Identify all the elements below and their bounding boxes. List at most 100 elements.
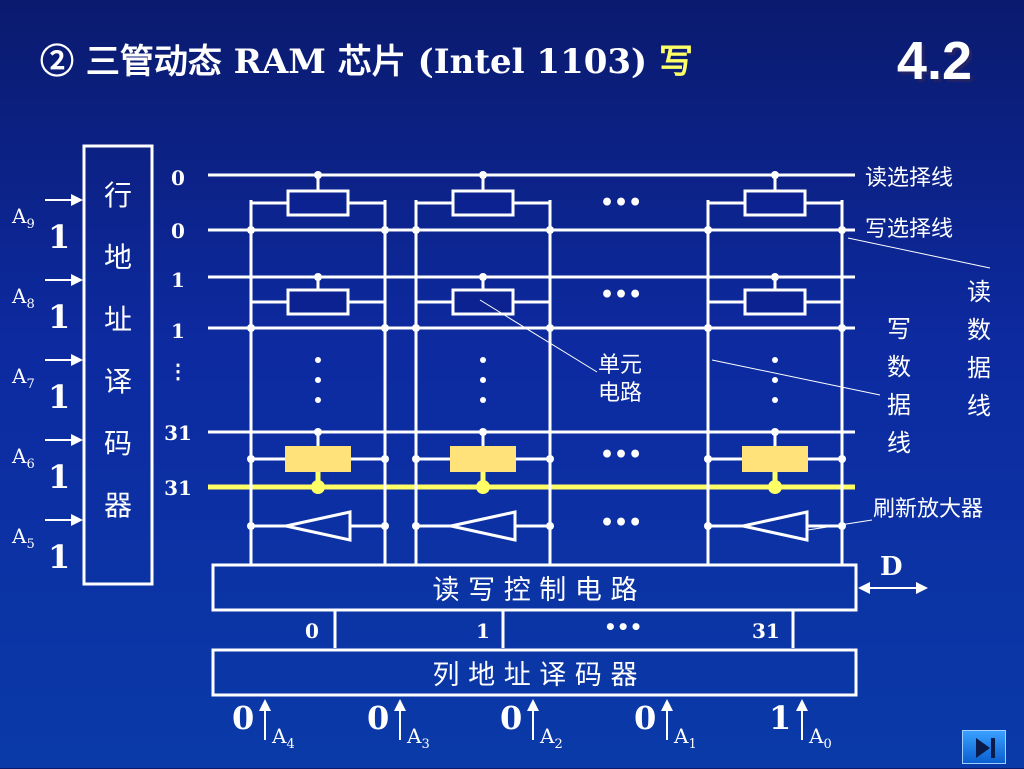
row-input-pin: A6 [11,444,35,472]
memory-cell [286,288,350,316]
read-data-char: 据 [967,354,991,382]
read-select-label: 读选择线 [865,166,953,191]
row-decoder-box [82,144,154,586]
col-input-bit: 0 [500,699,522,737]
row-output-label: ⋮ [168,359,188,383]
row-output-label: 1 [171,268,185,292]
refresh-amplifier-icon [742,510,809,542]
refresh-amp-pointer [807,519,873,531]
data-pin-label: D [880,552,903,582]
vertical-ellipsis-dot [772,377,778,383]
rw-control-label: 读 写 控 制 电 路 [433,575,638,606]
row-output-label: 31 [164,421,192,445]
col-input-bit: 0 [367,699,389,737]
cell-pointer [479,299,598,373]
vertical-ellipsis-dot [772,357,778,363]
row-output-label: 0 [171,219,185,243]
horizontal-ellipsis: ••• [600,190,642,216]
refresh-amplifier-icon [450,510,517,542]
cell-columns: ••• ••• ••• ••• [247,171,846,565]
refresh-amplifier-icon [285,510,352,542]
col-input-pin: A2 [539,724,563,752]
write-select-label: 写选择线 [865,217,953,242]
col-decoder-label: 列 地 址 译 码 器 [433,660,638,691]
col-input-pin: A3 [406,724,430,752]
row-input-bit: 1 [48,218,70,256]
memory-cell-highlighted [450,446,516,472]
data-pin-arrow-left [858,582,870,594]
column-bus [333,610,795,648]
vertical-ellipsis-dot [480,357,486,363]
row-output-label: 0 [171,166,185,190]
write-data-char: 线 [887,429,911,457]
vertical-ellipsis-dot [772,397,778,403]
column-label-31: 31 [752,619,780,643]
row-decoder-char: 码 [104,427,132,460]
read-data-char: 线 [967,392,991,420]
memory-cell [743,189,807,217]
memory-cell [286,189,350,217]
read-data-char: 数 [967,316,991,344]
vertical-ellipsis-dot [315,357,321,363]
row-input-arrow-head [71,514,83,526]
column-label-0: 0 [305,619,319,643]
horizontal-ellipsis: ••• [600,282,642,308]
slide-title-prefix: ② 三管动态 RAM 芯片 (Intel 1103) [40,42,659,82]
row-input-bit: 1 [48,458,70,496]
column-label-dots: ••• [604,615,642,639]
row-input-bit: 1 [48,538,70,576]
cell-label-line: 电路 [598,381,642,406]
next-end-icon [976,738,995,758]
col-input-arrow-head [259,699,271,711]
horizontal-ellipsis: ••• [600,510,642,536]
write-data-char: 写 [887,315,911,343]
slide-title: ② 三管动态 RAM 芯片 (Intel 1103) 写 [40,34,693,83]
row-input-bit: 1 [48,378,70,416]
vertical-ellipsis-dot [480,397,486,403]
memory-cell-highlighted [742,446,808,472]
row-decoder-char: 址 [104,303,132,336]
memory-cell [451,288,515,316]
row-input-pin: A7 [11,364,35,392]
refresh-amp-label: 刷新放大器 [873,497,983,522]
col-input-pin: A1 [673,724,697,752]
vertical-ellipsis-dot [315,377,321,383]
col-input-arrow-head [796,699,808,711]
vertical-ellipsis-dot [480,377,486,383]
column-label-1: 1 [476,619,490,643]
memory-cell-highlighted [285,446,351,472]
data-pin-arrow-right [916,582,928,594]
col-input-bit: 0 [634,699,656,737]
row-decoder-char: 地 [104,241,132,274]
horizontal-ellipsis: ••• [600,442,642,468]
row-input-arrow-head [71,194,83,206]
col-decoder-box [211,648,858,697]
vertical-ellipsis-dot [315,397,321,403]
col-input-pin: A0 [808,724,832,752]
row-output-label: 31 [164,476,192,500]
row-input-pin: A5 [11,524,35,552]
read-data-char: 读 [967,278,991,306]
write-select-pointer [847,237,991,269]
row-input-arrow-head [71,274,83,286]
row-input-pin: A8 [11,284,35,312]
next-slide-button[interactable] [962,730,1006,764]
col-input-bit: 1 [769,699,791,737]
col-input-pin: A4 [271,724,295,752]
row-decoder-char: 行 [104,179,132,212]
col-input-bit: 0 [232,699,254,737]
cell-column [704,171,846,565]
write-data-pointer [711,359,881,396]
row-input-bit: 1 [48,298,70,336]
row-input-arrow-head [71,434,83,446]
write-data-char: 数 [887,353,911,381]
section-number: 4.2 [896,31,972,91]
row-decoder-char: 器 [104,489,132,522]
rw-control-box [211,563,858,612]
